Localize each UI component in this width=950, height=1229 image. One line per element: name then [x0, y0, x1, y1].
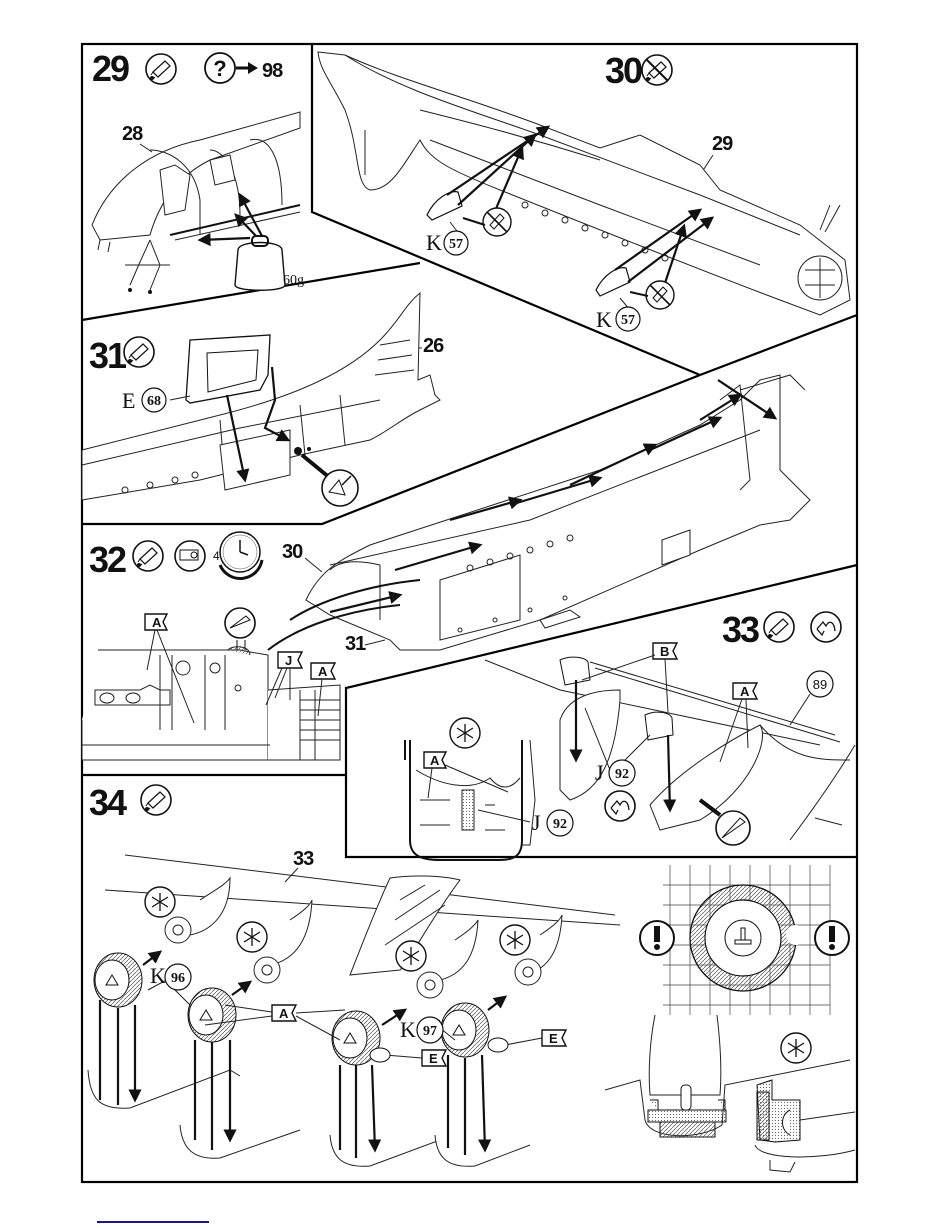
wheel-well-cross-section: [755, 1080, 855, 1172]
sprue-letter: K: [150, 963, 166, 988]
part-number: 92: [615, 767, 629, 782]
callout-label: 31: [345, 633, 366, 655]
step-number: 33: [722, 609, 759, 650]
svg-text:E: E: [549, 1031, 558, 1046]
clock-hours-label: 4: [213, 549, 220, 563]
glue-tube-icon: [146, 54, 176, 84]
callout-label: 33: [293, 848, 314, 870]
part-number: 68: [147, 394, 161, 409]
part-number: 92: [553, 817, 567, 832]
tail-fuselage-drawing: [82, 293, 440, 500]
no-glue-icon: [642, 55, 672, 85]
part-number: 97: [423, 1024, 437, 1039]
asterisk-icon: [145, 887, 175, 917]
svg-text:A: A: [740, 684, 750, 699]
wheel-part: [94, 953, 142, 1007]
asterisk-icon: [396, 941, 426, 971]
scalpel-icon: [700, 800, 750, 845]
svg-text:A: A: [279, 1006, 289, 1021]
circled-ref: 89: [813, 677, 827, 692]
callout-label: 29: [712, 133, 733, 155]
nacelle-cross-section: [605, 1015, 850, 1137]
wheel-part: [188, 988, 236, 1042]
step-number: 31: [89, 335, 127, 376]
svg-text:A: A: [152, 615, 162, 630]
callout-label: 26: [423, 335, 444, 357]
part-number: 57: [449, 237, 463, 252]
svg-text:E: E: [429, 1051, 438, 1066]
question-icon: ?: [205, 53, 235, 83]
weight-icon: [200, 195, 285, 290]
glue-tube-icon: [141, 785, 171, 815]
scraper-tool-icon: [302, 455, 358, 506]
step-number: 32: [89, 539, 126, 580]
fuselage-drawing: [318, 52, 850, 315]
wheel-part: [441, 1003, 489, 1057]
asterisk-icon: [781, 1033, 811, 1063]
color-flag-e-2: E: [488, 1030, 566, 1052]
svg-text:A: A: [430, 753, 440, 768]
attention-icon: [815, 921, 849, 955]
step-number: 34: [89, 782, 127, 823]
sprue-letter: J: [595, 760, 604, 785]
sprue-letter: K: [426, 230, 442, 255]
no-glue-icon: [483, 208, 511, 236]
glue-tube-icon: [133, 541, 163, 571]
svg-text:J: J: [285, 653, 292, 668]
flip-icon: [811, 612, 841, 642]
scalpel-icon: [225, 608, 255, 650]
attention-icon: [640, 921, 674, 955]
callout-label: 28: [122, 123, 143, 145]
callout-leader: [305, 558, 322, 572]
arrow-head-icon: [248, 62, 258, 74]
sprue-letter: E: [122, 388, 135, 413]
sprue-letter: J: [532, 810, 541, 835]
asterisk-icon: [500, 925, 530, 955]
step-30: 30 29: [318, 50, 850, 332]
asterisk-icon: [237, 922, 267, 952]
callout-leader: [790, 694, 810, 725]
callout-leader: [140, 144, 152, 152]
part-number: 96: [171, 971, 185, 986]
clock-icon: [220, 532, 262, 578]
glue-tube-icon: [124, 337, 154, 367]
asterisk-icon: [450, 718, 480, 748]
svg-text:A: A: [318, 664, 328, 679]
step-29: 29 ? 98 28: [92, 48, 304, 294]
callout-label: 30: [282, 541, 303, 563]
wheel-orientation-detail: [663, 865, 830, 1015]
glue-tube-icon: [764, 612, 794, 642]
tape-icon: [175, 541, 205, 571]
sprue-letter: K: [400, 1017, 416, 1042]
divider-30-31: [700, 315, 857, 375]
sprue-letter: K: [596, 307, 612, 332]
step-31: 31 26 E 68: [82, 293, 444, 506]
callout-leader: [365, 640, 385, 645]
color-flag-e: E: [370, 1048, 446, 1066]
cross-reference: 98: [262, 60, 283, 82]
step-number: 30: [605, 50, 642, 91]
part-number: 57: [621, 313, 635, 328]
svg-text:?: ?: [213, 56, 226, 81]
weight-label: 60g: [283, 273, 304, 288]
flip-icon: [605, 791, 635, 821]
step-number: 29: [92, 48, 129, 89]
cockpit-interior-drawing: [82, 647, 340, 760]
footer-rule: [97, 1221, 209, 1223]
no-glue-icon: [646, 281, 674, 309]
svg-text:B: B: [660, 644, 669, 659]
step-33: 33 A J 92: [405, 609, 855, 860]
